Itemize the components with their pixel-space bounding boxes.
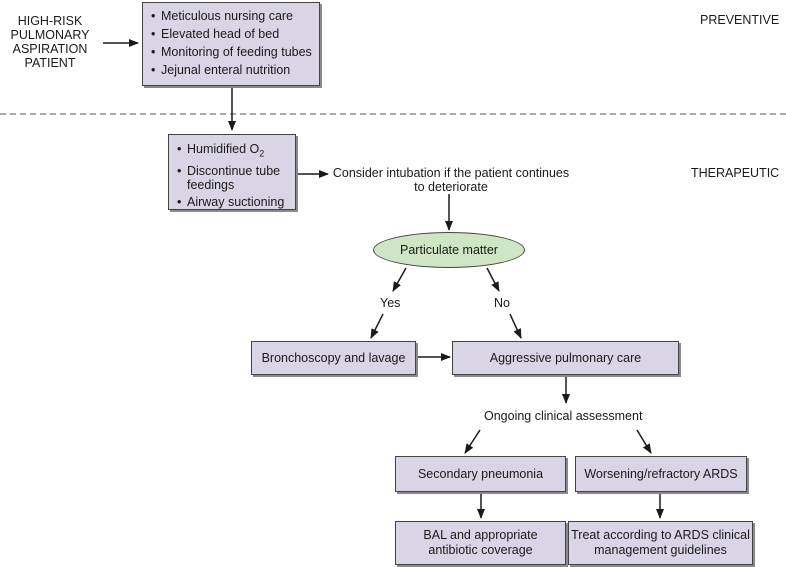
- ards-treatment-box: Treat according to ARDS clinical managem…: [568, 521, 753, 565]
- prevention-item: Meticulous nursing care: [151, 7, 313, 25]
- secondary-pneumonia-label: Secondary pneumonia: [417, 466, 544, 481]
- intubation-note-line: Consider intubation if the patient conti…: [332, 166, 570, 180]
- prevention-list: Meticulous nursing care Elevated head of…: [143, 3, 319, 83]
- bal-label-line: antibiotic coverage: [428, 543, 533, 557]
- ards-treatment-label-line: Treat according to ARDS clinical: [571, 528, 750, 542]
- prevention-box: Meticulous nursing care Elevated head of…: [142, 2, 320, 86]
- secondary-pneumonia-box: Secondary pneumonia: [395, 456, 566, 492]
- bronchoscopy-label: Bronchoscopy and lavage: [261, 350, 406, 365]
- section-label-preventive: PREVENTIVE: [700, 13, 780, 27]
- aggressive-care-label: Aggressive pulmonary care: [489, 350, 642, 365]
- ards-treatment-label-line: management guidelines: [594, 543, 727, 557]
- bronchoscopy-box: Bronchoscopy and lavage: [251, 341, 416, 375]
- arrow-no-to-aggressive-care: [509, 313, 522, 339]
- arrow-assessment-to-ards: [636, 429, 652, 454]
- therapy-item: Airway suctioning: [177, 195, 289, 209]
- patient-label-line: HIGH-RISK: [17, 14, 83, 28]
- prevention-item: Monitoring of feeding tubes: [151, 43, 313, 61]
- intubation-note: Consider intubation if the patient conti…: [330, 166, 572, 194]
- arrow-yes-to-bronchoscopy: [370, 313, 384, 339]
- therapy-box: Humidified O2 Discontinue tube feedings …: [168, 134, 296, 210]
- yes-label: Yes: [380, 296, 401, 310]
- worsening-ards-box: Worsening/refractory ARDS: [575, 456, 747, 492]
- bal-label-line: BAL and appropriate: [423, 528, 538, 542]
- ards-treatment-label: Treat according to ARDS clinical managem…: [571, 528, 750, 558]
- particulate-matter-decision: Particulate matter: [373, 232, 525, 268]
- therapy-list: Humidified O2 Discontinue tube feedings …: [169, 135, 295, 216]
- patient-label-line: ASPIRATION: [12, 42, 88, 56]
- bal-box: BAL and appropriate antibiotic coverage: [395, 521, 566, 565]
- patient-label-line: PULMONARY: [10, 28, 90, 42]
- section-label-therapeutic: THERAPEUTIC: [691, 166, 780, 180]
- patient-label: HIGH-RISK PULMONARY ASPIRATION PATIENT: [0, 14, 100, 70]
- arrow-decision-to-no: [486, 267, 500, 292]
- therapy-item: Discontinue tube feedings: [177, 164, 289, 192]
- prevention-item: Elevated head of bed: [151, 25, 313, 43]
- decision-label: Particulate matter: [400, 243, 498, 257]
- arrow-decision-to-yes: [392, 267, 407, 292]
- aggressive-care-box: Aggressive pulmonary care: [452, 341, 679, 375]
- assessment-label: Ongoing clinical assessment: [484, 409, 643, 423]
- worsening-ards-label: Worsening/refractory ARDS: [584, 466, 738, 481]
- o2-subscript: 2: [259, 148, 265, 159]
- intubation-note-line: to deteriorate: [414, 180, 488, 194]
- no-label: No: [494, 296, 510, 310]
- prevention-item: Jejunal enteral nutrition: [151, 61, 313, 79]
- patient-label-line: PATIENT: [24, 56, 76, 70]
- bal-label: BAL and appropriate antibiotic coverage: [423, 528, 537, 558]
- therapy-item-label: Humidified O: [187, 142, 260, 156]
- therapy-item-humidified-o2: Humidified O2: [177, 142, 289, 161]
- arrow-assessment-to-pneumonia: [464, 429, 481, 454]
